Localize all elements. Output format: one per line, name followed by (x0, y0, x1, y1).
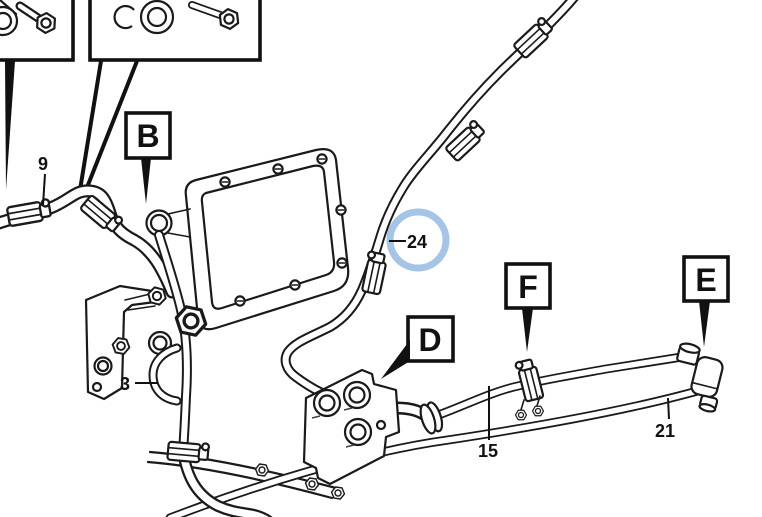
fitting-label-marks (311, 407, 355, 448)
bottom-hose (177, 446, 273, 517)
lower-pipe-21 (165, 385, 706, 517)
callout-letter[interactable]: F (518, 269, 538, 305)
pipe-24 (280, 0, 579, 397)
hose-clamp (359, 249, 389, 296)
hose-9 (0, 184, 179, 299)
fitting-e (676, 342, 724, 413)
callout-b[interactable]: B (124, 111, 172, 204)
callout-e[interactable]: E (682, 255, 730, 347)
part-label-15[interactable]: 15 (478, 386, 498, 461)
cover-plate (145, 148, 350, 331)
hose-fitting (343, 417, 373, 447)
callout-letter[interactable]: E (695, 262, 716, 298)
hose-clamp (166, 439, 211, 465)
part-label-24[interactable]: 24 (389, 232, 427, 252)
grommet-clamp-icon (113, 0, 175, 35)
inset-box-grommet-bolt (78, 0, 262, 191)
part-number[interactable]: 15 (478, 441, 498, 461)
callout-letter[interactable]: B (136, 118, 159, 154)
part-number[interactable]: 9 (38, 154, 48, 174)
flange-bolt-icon (15, 1, 61, 37)
callout-letter[interactable]: D (418, 322, 441, 358)
hose-clamp (5, 197, 54, 228)
pipe-15 (390, 351, 693, 435)
part-label-9[interactable]: 9 (38, 154, 48, 206)
long-bolt-icon (188, 1, 243, 33)
u-pipe-3 (148, 343, 182, 406)
bracket-d (302, 368, 401, 486)
callout-d[interactable]: D (381, 315, 455, 379)
part-number[interactable]: 21 (655, 421, 675, 441)
callout-f[interactable]: F (504, 262, 552, 352)
pipe-clamp-f (513, 357, 545, 421)
hose-fitting (342, 380, 372, 410)
part-label-21[interactable]: 21 (655, 397, 675, 441)
inset-box-clamp-bolt (0, 0, 75, 62)
part-number[interactable]: 3 (120, 374, 130, 394)
hose-fitting (312, 388, 342, 418)
part-label-3[interactable]: 3 (120, 374, 158, 394)
leader-wedge (5, 61, 15, 190)
elbow-collar (419, 401, 444, 435)
part-number[interactable]: 24 (407, 232, 427, 252)
mounting-bracket (84, 284, 169, 401)
